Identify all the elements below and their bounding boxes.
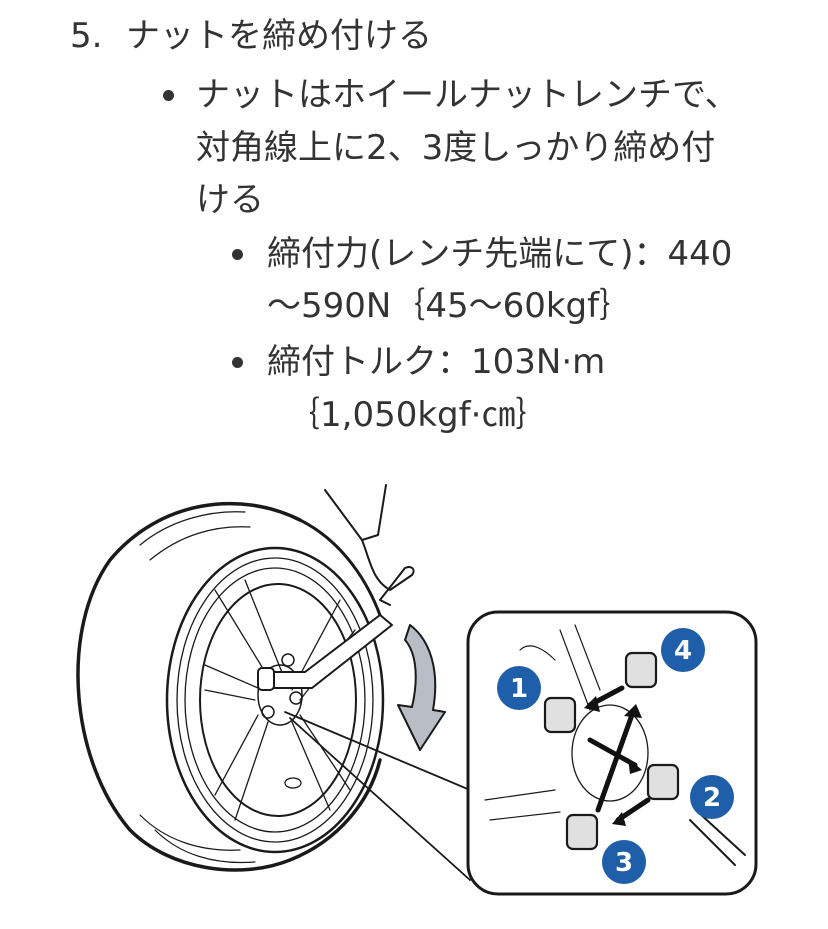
bullet-dot [163,90,174,101]
svg-text:4: 4 [674,636,692,666]
tire-icon [76,501,382,872]
sub-bullet-dot [232,249,243,260]
step-title: ナットを締め付ける [126,16,432,56]
nut-order-badges: 1 2 3 4 [497,628,734,884]
wrench-icon [261,614,393,689]
tightening-torque-line: ｛1,050kgf·㎝｝ [286,395,550,435]
bullet-text-line: ける [196,180,264,220]
sub-bullet-dot [232,357,243,368]
tightening-force-line: 〜590N｛45〜60kgf｝ [267,286,634,326]
rotation-arrow-icon [397,624,446,751]
badge-4: 4 [661,628,705,672]
badge-3: 3 [602,840,646,884]
tightening-force-line: 締付力(レンチ先端にて)：440 [267,234,733,274]
svg-text:3: 3 [615,848,633,878]
bullet-text-line: 対角線上に2、3度しっかり締め付 [196,128,716,168]
badge-2: 2 [690,775,734,819]
badge-1: 1 [497,666,541,710]
step-number: 5. [70,16,103,56]
svg-text:2: 2 [703,783,721,813]
svg-text:1: 1 [510,674,528,704]
tightening-torque-line: 締付トルク：103N·m [267,342,606,382]
wheel-nut-illustration: 1 2 3 4 [76,484,758,896]
bullet-text-line: ナットはホイールナットレンチで、 [196,75,739,115]
hand-icon [324,484,387,541]
